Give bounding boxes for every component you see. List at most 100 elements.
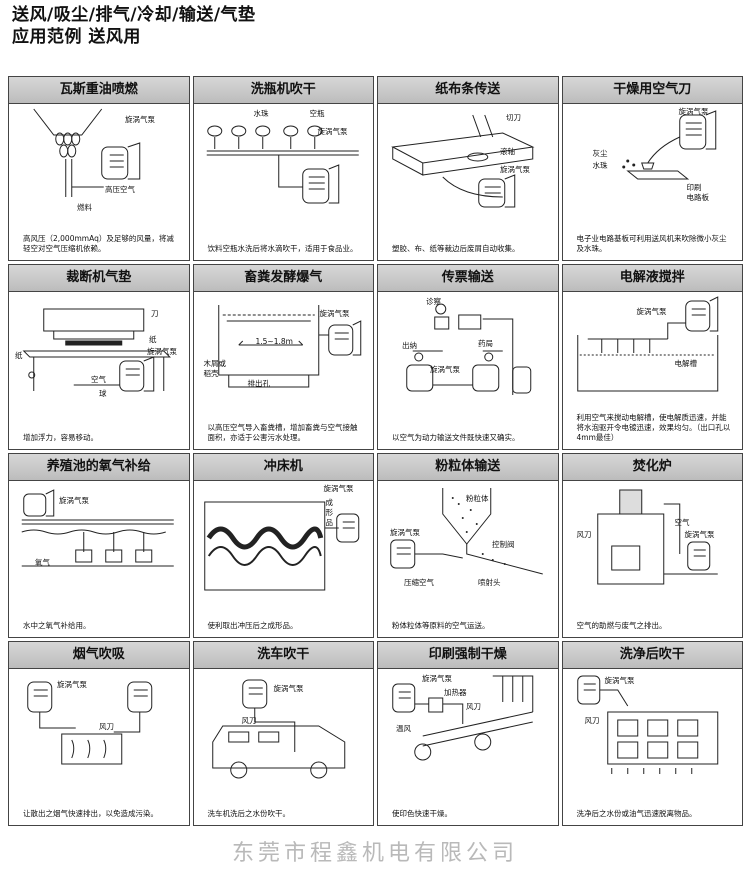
application-cell: 冲床机 旋涡气泵 成 形 品 使利取出冲压后之成形品。 (192, 452, 374, 638)
label-air-knife: 风刀 (576, 529, 592, 539)
header-line-2: 应用范例 送风用 (12, 27, 141, 47)
label-paper-left: 纸 (15, 351, 23, 361)
post-wash-drying-illustration: 旋涡气泵 风刀 (567, 672, 739, 780)
cell-caption: 让散出之烟气快速排出，以免造成污染。 (23, 809, 158, 818)
cell-title: 电解液搅拌 (562, 265, 742, 293)
cell-caption: 洗净后之水份或油气迅速脱离物品。 (576, 809, 697, 818)
manure-aeration-illustration: 旋涡气泵 1.5~1.8m 木屑或 稻壳 排出孔 (198, 295, 370, 403)
cell-caption: 以高压空气导入畜粪槽，增加畜粪与空气接触面积，亦适于公害污水处理。 (207, 422, 358, 442)
cutting-machine-illustration: 刀 纸 旋涡气泵 纸 空气 球 (13, 295, 185, 403)
label-pump: 旋涡气泵 (125, 115, 155, 124)
label-pump: 旋涡气泵 (147, 347, 177, 357)
application-cell: 洗车吹干 旋涡气泵 风刀 洗车机洗后之水份吹干。 (192, 640, 374, 826)
header-line-1: 送风/吸尘/排气/冷却/输送/气垫 (12, 5, 256, 25)
label-air-knife: 风刀 (584, 715, 600, 725)
cell-title: 印刷强制干燥 (378, 641, 558, 669)
application-cell: 焚化炉 空气 风刀 旋涡气泵 空气的助燃与废气之排出。 (561, 452, 743, 638)
burner-illustration: 旋涡气泵 高压空气 燃料 (13, 107, 185, 215)
cell-caption: 高风压（2,000mmAq）及足够的风量，将减轻空对空气压缩机依赖。 (23, 234, 174, 254)
label-compressed-air: 压缩空气 (404, 577, 434, 587)
label-formed-2: 形 (325, 507, 334, 517)
label-pump: 旋涡气泵 (636, 307, 667, 317)
cell-caption: 使印色快速干燥。 (392, 809, 452, 818)
cell-title: 粉粒体输送 (378, 453, 558, 481)
label-pump: 旋涡气泵 (323, 483, 354, 493)
label-pump: 旋涡气泵 (319, 309, 350, 319)
application-cell: 印刷强制干燥 旋涡气泵 加热器 风刀 温风 使印色快速干燥。 (377, 640, 559, 826)
label-rice-husk: 稻壳 (203, 369, 219, 379)
label-pump: 旋涡气泵 (57, 679, 87, 689)
fish-pond-illustration: 旋涡气泵 氧气 (13, 484, 185, 592)
cell-caption: 电子业电路基板可利用送风机来吹除微小灰尘及水珠。 (576, 234, 727, 254)
application-cell: 瓦斯重油喷燃 旋涡气泵 高压空气 燃料 高风压（2,000mmAq）及足够的风量… (8, 76, 190, 262)
cell-title: 烟气吹吸 (9, 641, 189, 669)
cell-title: 洗净后吹干 (562, 641, 742, 669)
label-sawdust: 木屑或 (203, 359, 227, 369)
cell-title: 畜粪发酵爆气 (193, 265, 373, 293)
cell-title: 传票输送 (378, 265, 558, 293)
application-cell: 传票输送 诊察 出纳 药局 旋涡气泵 以空气为动力输送文件既快速又确实。 (377, 264, 559, 450)
label-pump: 旋涡气泵 (684, 529, 715, 539)
page-header: 送风/吸尘/排气/冷却/输送/气垫 应用范例 送风用 (12, 4, 256, 48)
cell-title: 养殖池的氧气补给 (9, 453, 189, 481)
cell-title: 洗车吹干 (193, 641, 373, 669)
cell-caption: 增加浮力，容易移动。 (23, 432, 98, 442)
label-pump: 旋涡气泵 (273, 683, 304, 693)
application-grid: 瓦斯重油喷燃 旋涡气泵 高压空气 燃料 高风压（2,000mmAq）及足够的风量… (8, 76, 743, 826)
label-high-pressure-air: 高压空气 (105, 185, 135, 194)
label-pharmacy: 药局 (478, 339, 493, 349)
label-air-knife: 风刀 (99, 721, 114, 731)
powder-conveying-illustration: 粉粒体 旋涡气泵 控制阀 压缩空气 喷射头 (382, 484, 554, 592)
label-clinic: 诊察 (426, 297, 441, 307)
label-air: 空气 (674, 517, 690, 527)
label-empty-bottles: 空瓶 (309, 109, 325, 118)
label-paper: 纸 (149, 335, 157, 345)
label-pump: 旋涡气泵 (430, 365, 460, 375)
label-formed-1: 成 (325, 497, 334, 507)
cell-title: 洗瓶机吹干 (193, 77, 373, 104)
label-cashier: 出纳 (402, 341, 417, 351)
application-cell: 干燥用空气刀 旋涡气泵 灰尘 水珠 印刷 电路板 电子业电路基板可利用送风机来吹… (561, 76, 743, 262)
label-heater: 加热器 (444, 687, 467, 697)
label-pump: 旋涡气泵 (500, 165, 530, 174)
cell-title: 裁断机气垫 (9, 265, 189, 293)
cell-caption: 水中之氧气补给用。 (23, 620, 91, 630)
bottle-dryer-illustration: 水珠 空瓶 旋涡气泵 (198, 107, 370, 215)
label-control-valve: 控制阀 (492, 539, 515, 549)
air-knife-illustration: 旋涡气泵 灰尘 水珠 印刷 电路板 (567, 107, 739, 215)
label-air-knife: 风刀 (241, 715, 257, 725)
print-drying-illustration: 旋涡气泵 加热器 风刀 温风 (382, 672, 554, 780)
application-cell: 电解液搅拌 旋涡气泵 电解槽 利用空气来搅动电解槽，使电解质迅速，并能将水泡驱开… (561, 264, 743, 450)
car-wash-illustration: 旋涡气泵 风刀 (198, 672, 370, 780)
cell-title: 纸布条传送 (378, 77, 558, 104)
label-air-knife: 风刀 (466, 701, 481, 711)
cell-caption: 塑胶、布、纸等裁边后废屑自动收集。 (392, 244, 520, 254)
label-oxygen: 氧气 (35, 557, 50, 567)
application-cell: 洗瓶机吹干 水珠 空瓶 旋涡气泵 饮料空瓶水洗后将水滴吹干，适用于食品业。 (192, 76, 374, 262)
label-powder: 粉粒体 (466, 493, 489, 503)
cell-title: 焚化炉 (562, 453, 742, 481)
cell-caption: 以空气为动力输送文件既快速又确实。 (392, 432, 520, 442)
label-water-drops: 水珠 (253, 109, 269, 118)
application-cell: 养殖池的氧气补给 旋涡气泵 氧气 水中之氧气补给用。 (8, 452, 190, 638)
label-dust: 灰尘 (592, 149, 608, 158)
document-tube-illustration: 诊察 出纳 药局 旋涡气泵 (382, 295, 554, 403)
cell-caption: 利用空气来搅动电解槽，使电解质迅速，并能将水泡驱开令电镀迅速，效果均匀。（出口孔… (576, 412, 731, 442)
label-pump: 旋涡气泵 (678, 107, 709, 116)
press-machine-illustration: 旋涡气泵 成 形 品 (198, 484, 370, 592)
incinerator-illustration: 空气 风刀 旋涡气泵 (567, 484, 739, 592)
label-fuel: 燃料 (77, 203, 92, 212)
application-cell: 纸布条传送 切刀 滚轴 旋涡气泵 塑胶、布、纸等裁边后废屑自动收集。 (377, 76, 559, 262)
company-footer: 东莞市程鑫机电有限公司 (231, 841, 518, 866)
cell-title: 瓦斯重油喷燃 (9, 77, 189, 104)
label-pump: 旋涡气泵 (390, 527, 420, 537)
application-cell: 烟气吹吸 旋涡气泵 风刀 让散出之烟气快速排出，以免造成污染。 (8, 640, 190, 826)
application-cell: 洗净后吹干 旋涡气泵 风刀 洗净后之水份或油气迅速脱离物品。 (561, 640, 743, 826)
label-water-drops: 水珠 (592, 161, 608, 170)
label-printed: 印刷 (686, 183, 702, 192)
label-pump: 旋涡气泵 (422, 673, 452, 683)
label-nozzle: 喷射头 (478, 577, 501, 587)
label-ball: 球 (99, 389, 107, 399)
label-pump: 旋涡气泵 (59, 495, 89, 505)
cell-caption: 空气的助燃与废气之排出。 (576, 620, 667, 630)
